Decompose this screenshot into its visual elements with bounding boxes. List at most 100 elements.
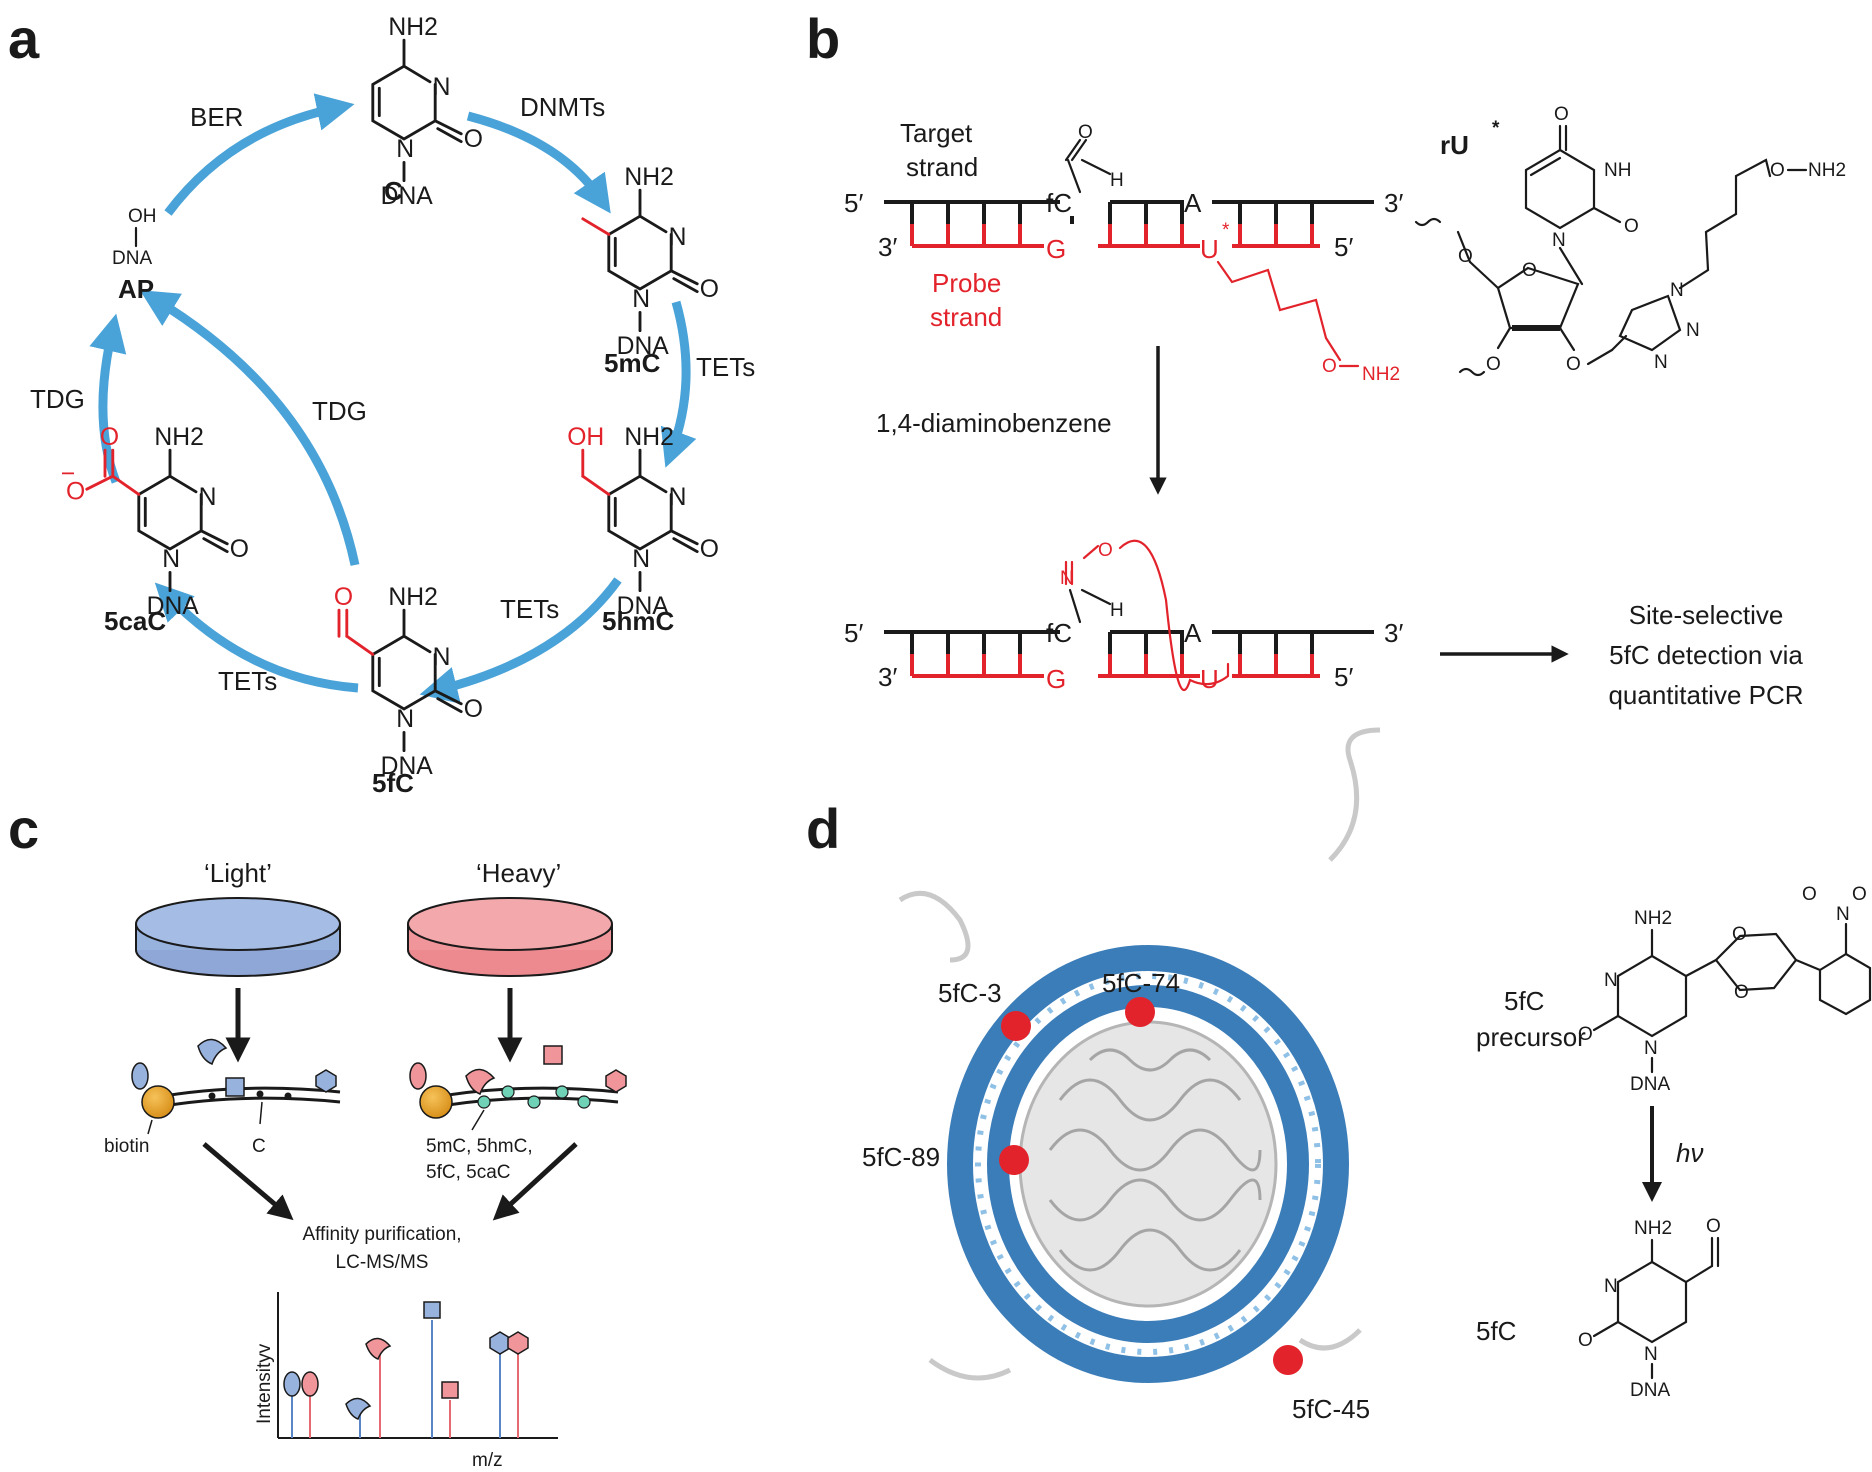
spectrum-ylabel: Intensityv bbox=[254, 1343, 275, 1424]
product-aldehyde-o: O bbox=[1706, 1216, 1721, 1237]
probe-strand-label-2: strand bbox=[930, 302, 1002, 332]
product-o: O bbox=[1578, 1330, 1593, 1351]
aldehyde-o: O bbox=[1078, 122, 1093, 143]
panel-b: b Target strand 5′ 3′ fC A O H bbox=[806, 7, 1846, 710]
node-label-5cac: 5caC bbox=[104, 606, 166, 636]
base-u-star: U bbox=[1200, 234, 1219, 264]
precursor-nh2: NH2 bbox=[1634, 908, 1672, 929]
ring-n1: N bbox=[632, 286, 650, 313]
panel-c: c ‘Light’ ‘Heavy’ bbox=[8, 797, 627, 1471]
precursor-structure: NH2 N N O DNA O O N O O bbox=[1578, 884, 1872, 1095]
arrow-tets-2 bbox=[419, 577, 622, 704]
amine-nh2: NH2 bbox=[154, 424, 203, 451]
ring-n1: N bbox=[396, 136, 414, 163]
probe-5prime: 5′ bbox=[1334, 232, 1353, 262]
dna-label: DNA bbox=[147, 593, 200, 620]
linker-o: O bbox=[1322, 356, 1337, 377]
ru-chain-nh2: NH2 bbox=[1808, 160, 1846, 181]
enzyme-label-tdg-diagonal: TDG bbox=[312, 396, 367, 426]
triazole-n2: N bbox=[1686, 320, 1700, 341]
carboxylate-o: O bbox=[66, 479, 85, 506]
site-marker-5fc-45 bbox=[1273, 1345, 1303, 1375]
site-marker-5fc-3 bbox=[1001, 1011, 1031, 1041]
product-n1: N bbox=[1644, 1344, 1658, 1365]
precursor-o: O bbox=[1578, 1024, 1593, 1045]
base-fc-2: fC bbox=[1046, 618, 1072, 648]
target-5prime: 5′ bbox=[844, 188, 863, 218]
label-c: C bbox=[252, 1136, 266, 1157]
nitro-o: O bbox=[1852, 884, 1867, 905]
ru-star-title: rU bbox=[1440, 130, 1469, 160]
precursor-label-1: 5fC bbox=[1504, 986, 1544, 1016]
u-star-asterisk: * bbox=[1222, 220, 1230, 241]
node-label-5hmc: 5hmC bbox=[602, 606, 674, 636]
site-marker-5fc-74 bbox=[1125, 997, 1155, 1027]
ru-n1: N bbox=[1552, 230, 1566, 251]
enzyme-label-ber: BER bbox=[190, 102, 243, 132]
ring-n1: N bbox=[632, 546, 650, 573]
enzyme-label-dnmts: DNMTs bbox=[520, 92, 605, 122]
ring-n1: N bbox=[162, 546, 180, 573]
enzyme-label-tets-3: TETs bbox=[218, 666, 277, 696]
enzyme-label-tets-1: TETs bbox=[696, 352, 755, 382]
precursor-label-2: precursor bbox=[1476, 1022, 1586, 1052]
base-g: G bbox=[1046, 234, 1066, 264]
oxime-o: O bbox=[1098, 540, 1113, 561]
ring-n1: N bbox=[396, 706, 414, 733]
oxime-n: N bbox=[1060, 568, 1074, 589]
ring-n3: N bbox=[669, 224, 687, 251]
target-strand-label-2: strand bbox=[906, 152, 978, 182]
site-label-5fc-3: 5fC-3 bbox=[938, 978, 1002, 1008]
target-strand-label-1: Target bbox=[900, 118, 973, 148]
ribose-o3: O bbox=[1486, 354, 1501, 375]
linker-nh2: NH2 bbox=[1362, 364, 1400, 385]
target2-5prime: 5′ bbox=[844, 618, 863, 648]
amine-nh2: NH2 bbox=[624, 164, 673, 191]
formyl-o: O bbox=[334, 584, 353, 611]
probe-3prime: 3′ bbox=[878, 232, 897, 262]
nitro-o-minus: O bbox=[1802, 884, 1817, 905]
nitro-n: N bbox=[1836, 904, 1850, 925]
node-label-5mc: 5mC bbox=[604, 348, 661, 378]
dna-label: DNA bbox=[617, 593, 670, 620]
dna-label: DNA bbox=[381, 183, 434, 210]
base-u-2: U bbox=[1200, 664, 1219, 694]
precursor-n3: N bbox=[1604, 970, 1618, 991]
carbonyl-o: O bbox=[464, 126, 483, 153]
ribose-o5: O bbox=[1458, 246, 1473, 267]
amine-nh2: NH2 bbox=[624, 424, 673, 451]
node-label-5fc: 5fC bbox=[372, 768, 414, 798]
dna-label: DNA bbox=[617, 333, 670, 360]
ap-oh: OH bbox=[128, 206, 157, 227]
ru-star-asterisk: * bbox=[1492, 118, 1500, 139]
reagent-label: 1,4-diaminobenzene bbox=[876, 408, 1112, 438]
spectrum-xlabel: m/z bbox=[472, 1450, 503, 1471]
rungs-top bbox=[910, 202, 1314, 246]
probe-strand-label-1: Probe bbox=[932, 268, 1001, 298]
nucleosome-structure bbox=[898, 727, 1381, 1383]
arrow-light-merge bbox=[202, 1142, 294, 1221]
outcome-line-1: Site-selective bbox=[1629, 600, 1784, 630]
molecule-ap: OH DNA bbox=[112, 206, 157, 269]
probe2-3prime: 3′ bbox=[878, 662, 897, 692]
base-g-2: G bbox=[1046, 664, 1066, 694]
triazole-n3: N bbox=[1654, 352, 1668, 373]
ribose-o: O bbox=[1522, 260, 1537, 281]
dioxane-o2: O bbox=[1734, 982, 1749, 1003]
ru-nh: NH bbox=[1604, 160, 1631, 181]
cycle-arrows bbox=[89, 93, 697, 704]
biotin-bead bbox=[141, 1085, 175, 1119]
panel-letter-a: a bbox=[8, 7, 40, 70]
dish-light bbox=[135, 897, 341, 977]
enzyme-label-tdg-left: TDG bbox=[30, 384, 85, 414]
panel-d: d 5fC-3 5fC-74 5fC-89 bbox=[806, 727, 1872, 1424]
label-modified-bases-1: 5mC, 5hmC, bbox=[426, 1136, 533, 1157]
carbonyl-o: O bbox=[464, 696, 483, 723]
ribose-o2: O bbox=[1566, 354, 1581, 375]
dish-light-label: ‘Light’ bbox=[204, 858, 272, 888]
